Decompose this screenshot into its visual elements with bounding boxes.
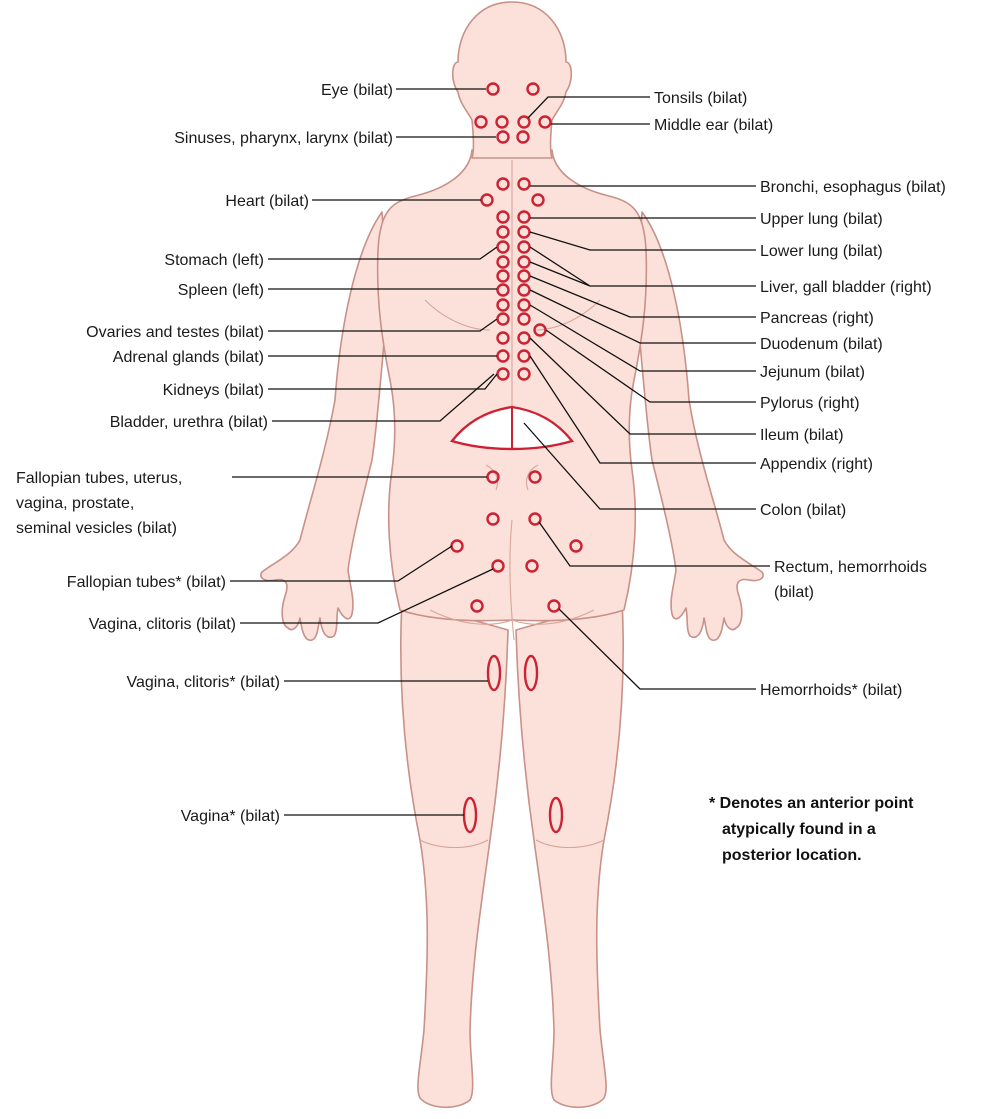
label-fallopian-ant: Fallopian tubes* (bilat) [67,574,226,591]
label-jejunum: Jejunum (bilat) [760,364,865,381]
label-bronchi: Bronchi, esophagus (bilat) [760,179,946,196]
label-heart: Heart (bilat) [225,193,309,210]
label-appendix: Appendix (right) [760,456,873,473]
label-fallopian-uterus-line2: vagina, prostate, [16,495,134,512]
label-ileum: Ileum (bilat) [760,427,844,444]
label-liver: Liver, gall bladder (right) [760,279,932,296]
label-rectum-line1: Rectum, hemorrhoids [774,559,927,576]
right-leg [516,600,623,1107]
label-vagina-ant: Vagina* (bilat) [181,808,280,825]
label-fallopian-uterus-line1: Fallopian tubes, uterus, [16,470,182,487]
label-duodenum: Duodenum (bilat) [760,336,883,353]
head [453,2,572,158]
footnote-line1: * Denotes an anterior point [709,795,914,812]
label-fallopian-uterus-line3: seminal vesicles (bilat) [16,520,177,537]
label-eye: Eye (bilat) [321,82,393,99]
label-bladder: Bladder, urethra (bilat) [110,414,268,431]
label-vagina-clitoris-ant: Vagina, clitoris* (bilat) [126,674,280,691]
label-pancreas: Pancreas (right) [760,310,874,327]
label-pylorus: Pylorus (right) [760,395,860,412]
left-leg [401,600,508,1107]
footnote-line2: atypically found in a [722,821,876,838]
label-kidneys: Kidneys (bilat) [163,382,264,399]
right-arm [636,212,763,640]
label-tonsils: Tonsils (bilat) [654,90,747,107]
label-sinuses: Sinuses, pharynx, larynx (bilat) [174,130,393,147]
label-ovaries: Ovaries and testes (bilat) [86,324,264,341]
label-hemorrhoids-ant: Hemorrhoids* (bilat) [760,682,902,699]
label-vagina-clitoris: Vagina, clitoris (bilat) [89,616,236,633]
label-lower-lung: Lower lung (bilat) [760,243,883,260]
label-stomach: Stomach (left) [164,252,264,269]
label-spleen: Spleen (left) [178,282,264,299]
left-arm [261,212,388,640]
label-adrenal: Adrenal glands (bilat) [113,349,264,366]
footnote-line3: posterior location. [722,847,862,864]
label-middle-ear: Middle ear (bilat) [654,117,773,134]
footnote: * Denotes an anterior point atypically f… [709,795,914,864]
label-colon: Colon (bilat) [760,502,846,519]
label-rectum-line2: (bilat) [774,584,814,601]
label-upper-lung: Upper lung (bilat) [760,211,883,228]
label-fallopian-uterus: Fallopian tubes, uterus, vagina, prostat… [16,470,182,537]
